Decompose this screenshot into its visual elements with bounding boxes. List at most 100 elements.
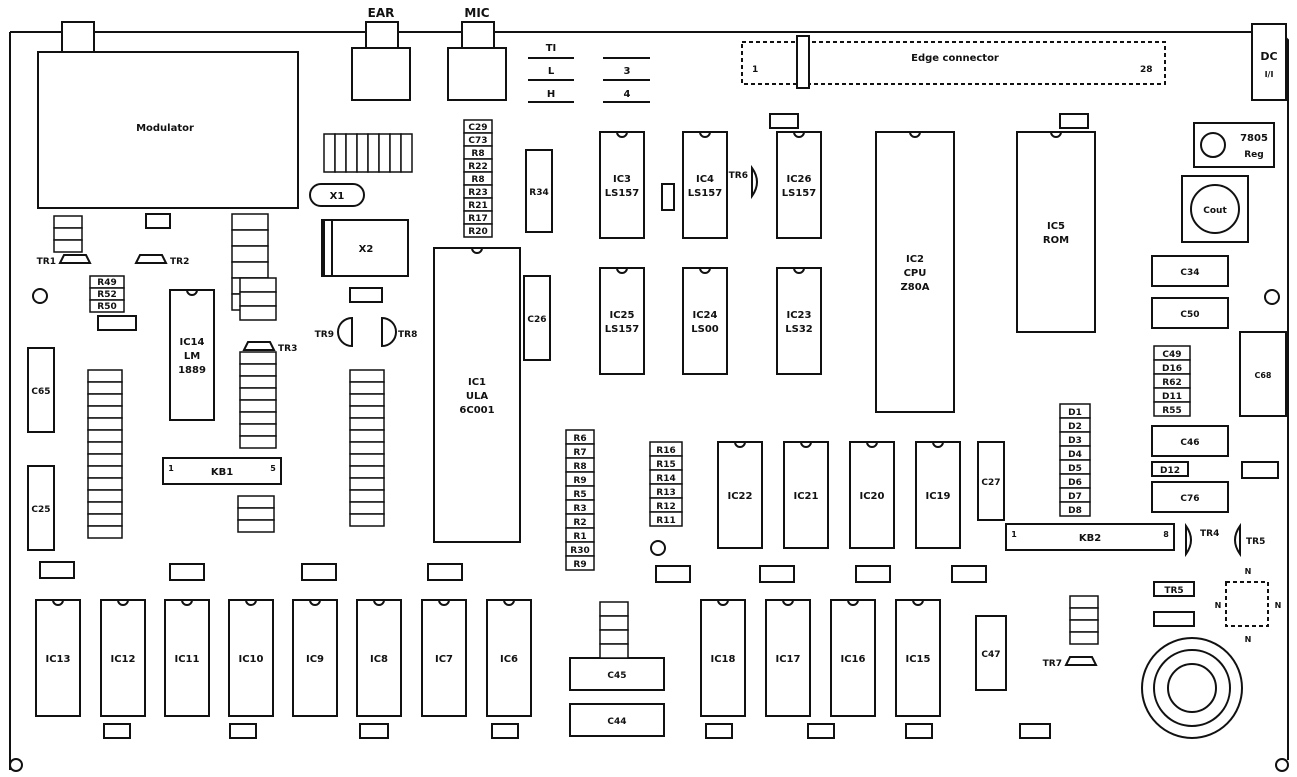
- kb1-pin-start: 1: [168, 464, 174, 473]
- regulator-line2: Reg: [1244, 150, 1263, 160]
- ic1-stack-item-label: R8: [471, 175, 484, 185]
- ic8-label-0: IC8: [370, 654, 388, 665]
- c25-part: C25: [27, 465, 55, 551]
- heatsink-label: Cout: [1203, 206, 1227, 216]
- coil-n-right: N: [1275, 601, 1282, 610]
- ic1-stack-item: R23: [463, 184, 493, 199]
- pad: [769, 113, 799, 129]
- resistor-row: [323, 133, 413, 173]
- dc-label: DC: [1260, 50, 1277, 63]
- tr8-label: TR8: [398, 330, 417, 340]
- tr2-transistor: TR2: [134, 254, 189, 267]
- edge-pin-28: 28: [1140, 65, 1153, 75]
- resistor-block: [87, 369, 123, 539]
- ic7-label-0: IC7: [435, 654, 453, 665]
- ic13-label-0: IC13: [46, 654, 71, 665]
- tr6-label: TR6: [729, 171, 748, 181]
- r-mid-stack-item-label: R7: [573, 448, 586, 458]
- pad: [705, 723, 733, 739]
- pad: [103, 723, 131, 739]
- mount-hole-tl: [32, 288, 48, 304]
- diode-stack-item: D3: [1059, 431, 1091, 447]
- ic10-label-0: IC10: [239, 654, 264, 665]
- heatsink-box: [1181, 175, 1249, 243]
- ic23-label-0: IC23: [787, 310, 812, 321]
- right-stack-item: D11: [1153, 387, 1191, 403]
- right-stack-item: R55: [1153, 401, 1191, 417]
- resistor-block: [599, 601, 629, 659]
- pad: [655, 565, 691, 583]
- ic14-label-0: IC14: [180, 337, 205, 348]
- edge-connector-label: Edge connector: [911, 53, 999, 64]
- ic19-chip: IC19: [915, 441, 961, 549]
- r-mid-stack-item: R30: [565, 541, 595, 557]
- diode-stack-item: D7: [1059, 487, 1091, 503]
- ic1-stack-item-label: R8: [471, 149, 484, 159]
- right-stack-item-label: C49: [1162, 350, 1181, 360]
- ic24-label-0: IC24: [693, 310, 718, 321]
- tr1-label: TR1: [37, 257, 56, 267]
- ic25-label-0: IC25: [610, 310, 635, 321]
- pad: [1153, 611, 1195, 627]
- r-mid-stack-item: R6: [565, 429, 595, 445]
- pad: [39, 561, 75, 579]
- ic1-stack-item-label: C29: [468, 123, 487, 133]
- tr5-transistor: TR5: [1234, 522, 1265, 558]
- ic8-chip: IC8: [356, 599, 402, 717]
- pad: [759, 565, 795, 583]
- diode-stack-item: D2: [1059, 417, 1091, 433]
- c47-part: C47: [975, 615, 1007, 691]
- mount-hole-bl: [9, 758, 23, 772]
- r-mid-stack-item-label: R9: [573, 476, 586, 486]
- ic15-label-0: IC15: [906, 654, 931, 665]
- diode-stack-item-label: D7: [1068, 492, 1082, 502]
- pad: [301, 563, 337, 581]
- ic12-label-0: IC12: [111, 654, 136, 665]
- right-stack-item: R62: [1153, 373, 1191, 389]
- ic21-chip: IC21: [783, 441, 829, 549]
- tr2-label: TR2: [170, 257, 189, 267]
- test-point: [650, 540, 666, 556]
- r-mid2-stack-item: R11: [649, 511, 683, 527]
- diode-stack-item: D4: [1059, 445, 1091, 461]
- r-mid-stack-item: R8: [565, 457, 595, 473]
- c34-label: C34: [1180, 268, 1199, 278]
- c76-part: C76: [1151, 481, 1229, 513]
- ic1-stack-item: R21: [463, 197, 493, 212]
- r-mid-stack-item-label: R3: [573, 504, 586, 514]
- tr7-label: TR7: [1043, 659, 1062, 669]
- r-mid-stack-item: R9: [565, 555, 595, 571]
- c65-part: C65: [27, 347, 55, 433]
- resistor-block: [349, 369, 385, 527]
- ic22-label-0: IC22: [728, 491, 753, 502]
- kb2-pin-end: 8: [1163, 530, 1169, 539]
- r-mid2-stack-item-label: R15: [656, 460, 675, 470]
- diode-stack-item-label: D2: [1068, 422, 1082, 432]
- r-mid-stack-item-label: R1: [573, 532, 586, 542]
- c25-label: C25: [31, 505, 50, 515]
- ic1-stack-item-label: C73: [468, 136, 487, 146]
- pad: [951, 565, 987, 583]
- c45-part: C45: [569, 657, 665, 691]
- edge-connector: [741, 41, 1166, 85]
- jumper-ti: TI: [546, 43, 557, 54]
- diode-stack-item: D5: [1059, 459, 1091, 475]
- regulator-tab: [1200, 132, 1226, 158]
- diode-stack-item-label: D3: [1068, 436, 1082, 446]
- diode-stack-item-label: D6: [1068, 478, 1082, 488]
- regulator: [1193, 122, 1275, 168]
- c50-part: C50: [1151, 297, 1229, 329]
- ic17-chip: IC17: [765, 599, 811, 717]
- dc-sub-label: I/I: [1265, 70, 1274, 79]
- ic18-chip: IC18: [700, 599, 746, 717]
- coil-n-bottom: N: [1245, 635, 1252, 644]
- d12-label: D12: [1160, 466, 1180, 476]
